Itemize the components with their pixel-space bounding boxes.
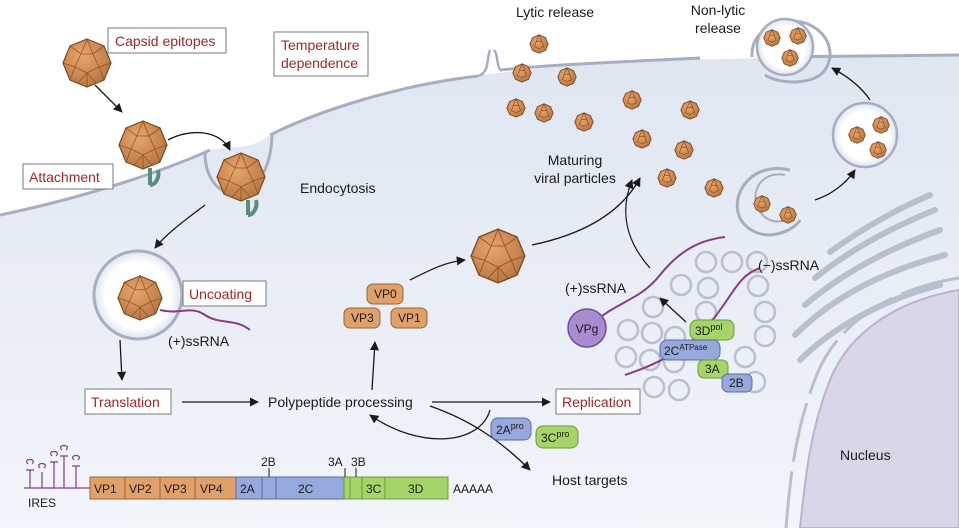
capsid-uncoating — [117, 275, 163, 321]
lytic-membrane-gap — [477, 49, 502, 78]
attachment-box — [22, 163, 114, 190]
ssrna-minus-replication-label: (−)ssRNA — [758, 257, 820, 273]
uncoating-label: Uncoating — [189, 286, 252, 302]
genome-seg-2c: 2C — [298, 482, 314, 496]
ssrna-plus-replication-label: (+)ssRNA — [565, 280, 627, 296]
endocytosis-label: Endocytosis — [300, 180, 375, 196]
temperature-label-2: dependence — [281, 55, 358, 71]
replication-label: Replication — [562, 394, 631, 410]
replication-box — [555, 388, 641, 415]
pol-3d-label: 3Dpol — [695, 322, 722, 338]
genome-label-3a: 3A — [328, 455, 343, 469]
translation-box — [84, 388, 172, 415]
nucleus-shape — [798, 288, 959, 528]
protease-2a-label: 2Apro — [496, 421, 524, 437]
maturing-label-1: Maturing — [548, 152, 602, 168]
vp3-protein — [343, 307, 381, 329]
protein-2b-label: 2B — [729, 376, 744, 390]
temperature-label-1: Temperature — [281, 37, 360, 53]
polypeptide-processing-label: Polypeptide processing — [268, 394, 413, 410]
vp0-protein — [366, 283, 404, 305]
capsid-free — [62, 38, 112, 88]
atpase-2c-protein — [659, 339, 721, 361]
protease-2a — [490, 417, 532, 441]
vpg-protein — [567, 308, 607, 348]
maturing-label-2: viral particles — [534, 170, 616, 186]
ssrna-uncoating-label: (+)ssRNA — [168, 333, 230, 349]
genome-seg-vp2: VP2 — [129, 482, 152, 496]
temperature-box — [273, 31, 369, 77]
lytic-release-label: Lytic release — [516, 4, 594, 20]
rna-minus-replication — [624, 267, 761, 376]
non-lytic-label-2: release — [695, 20, 741, 36]
capsid-endocytosis — [216, 152, 266, 202]
non-lytic-vesicle-top — [755, 17, 815, 77]
genome-label-2b: 2B — [261, 455, 276, 469]
attachment-label: Attachment — [29, 169, 100, 185]
protein-3a-label: 3A — [705, 362, 720, 376]
capsid-attached — [118, 120, 168, 170]
protein-2b — [721, 373, 753, 393]
autophagosome-forming — [735, 167, 802, 237]
nucleus-label: Nucleus — [840, 447, 891, 463]
capsid-epitopes-box — [107, 27, 227, 54]
genome-seg-2a: 2A — [240, 482, 255, 496]
vp0-label: VP0 — [374, 287, 397, 301]
receptor-2 — [246, 199, 259, 217]
genome-seg-vp3: VP3 — [164, 482, 187, 496]
atpase-2c-label: 2CATPase — [664, 343, 708, 358]
genome-seg-3d: 3D — [408, 482, 424, 496]
host-targets-label: Host targets — [552, 472, 627, 488]
genome-label-3b: 3B — [351, 455, 366, 469]
translation-label: Translation — [91, 394, 160, 410]
vpg-label: VPg — [576, 322, 599, 336]
golgi-stacks — [792, 192, 948, 363]
rna-uncoating — [159, 309, 251, 331]
non-lytic-label-1: Non-lytic — [691, 2, 745, 18]
protein-3a — [697, 359, 729, 379]
vp3-label: VP3 — [351, 311, 374, 325]
genome-seg-vp4: VP4 — [200, 482, 223, 496]
capsid-epitopes-label: Capsid epitopes — [115, 33, 215, 49]
replication-vesicles — [614, 250, 777, 402]
polya-tail: AAAAA — [453, 482, 493, 496]
genome-seg-vp1: VP1 — [94, 482, 117, 496]
protease-3c — [535, 425, 579, 449]
ires-label: IRES — [28, 496, 56, 510]
rna-plus-replication — [589, 236, 726, 326]
receptor-1 — [148, 168, 161, 187]
plasma-membrane — [0, 53, 959, 217]
genome-polyprotein — [89, 468, 449, 500]
ires-structure — [24, 444, 90, 489]
genome-seg-3c: 3C — [366, 482, 382, 496]
protease-3c-label: 3Cpro — [541, 429, 569, 445]
vp1-label: VP1 — [398, 311, 421, 325]
capsid-assembled — [470, 228, 526, 284]
uncoating-box — [182, 280, 267, 307]
vp1-protein — [390, 307, 428, 329]
